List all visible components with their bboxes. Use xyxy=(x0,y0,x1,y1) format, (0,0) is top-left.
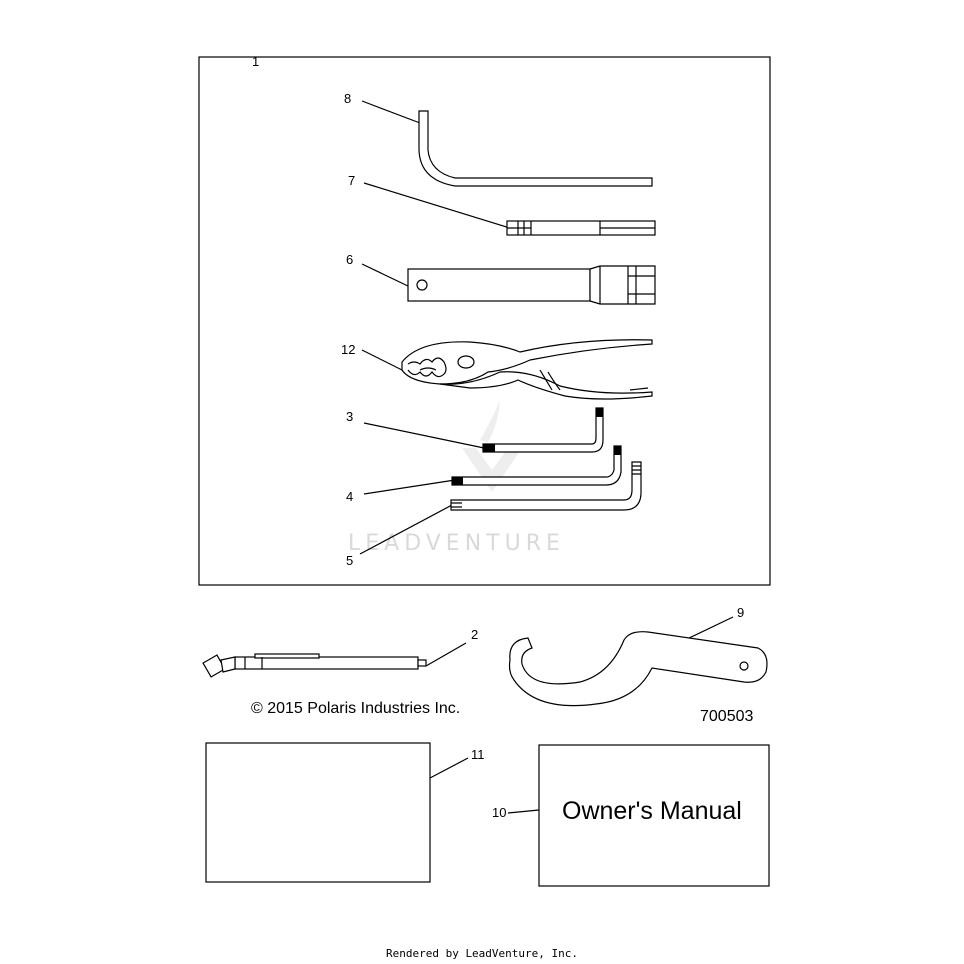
spark-plug-socket[interactable] xyxy=(407,265,656,305)
torx-key-5[interactable] xyxy=(450,461,642,511)
callout-8[interactable]: 8 xyxy=(344,91,351,106)
leader-line-9 xyxy=(684,616,734,641)
callout-4[interactable]: 4 xyxy=(346,489,353,504)
tool-kit-frame xyxy=(198,56,771,586)
leader-line-12 xyxy=(361,349,409,374)
leader-line-8 xyxy=(361,100,421,124)
callout-11[interactable]: 11 xyxy=(471,747,485,762)
leader-line-4 xyxy=(363,479,456,495)
pliers[interactable] xyxy=(401,339,653,400)
blank-document[interactable] xyxy=(205,742,431,883)
leader-line-2 xyxy=(425,642,467,667)
owners-manual[interactable] xyxy=(538,744,770,887)
leader-line-7 xyxy=(363,182,511,229)
leader-line-10 xyxy=(507,809,540,814)
leader-line-3 xyxy=(363,422,485,449)
callout-3[interactable]: 3 xyxy=(346,409,353,424)
watermark-logo-icon xyxy=(462,400,522,492)
tire-pressure-gauge[interactable] xyxy=(202,653,427,678)
owners-manual-label: Owner's Manual xyxy=(562,797,742,825)
callout-7[interactable]: 7 xyxy=(348,173,355,188)
diagram-number: 700503 xyxy=(700,708,753,725)
spanner-wrench[interactable] xyxy=(508,631,768,707)
torx-key-3[interactable] xyxy=(482,407,604,453)
leader-line-5 xyxy=(359,504,453,555)
callout-12[interactable]: 12 xyxy=(341,342,355,357)
callout-10[interactable]: 10 xyxy=(492,805,506,820)
torx-key-4[interactable] xyxy=(451,445,622,486)
spanner-wrench-hole xyxy=(739,661,749,671)
hex-key-wrench[interactable] xyxy=(418,110,653,187)
callout-2[interactable]: 2 xyxy=(471,627,478,642)
copyright-text: © 2015 Polaris Industries Inc. xyxy=(251,700,460,717)
callout-6[interactable]: 6 xyxy=(346,252,353,267)
leader-line-11 xyxy=(429,757,469,779)
extension-bar[interactable] xyxy=(506,220,656,236)
callout-5[interactable]: 5 xyxy=(346,553,353,568)
callout-9[interactable]: 9 xyxy=(737,605,744,620)
callout-1[interactable]: 1 xyxy=(252,54,259,69)
footer-text: Rendered by LeadVenture, Inc. xyxy=(385,947,579,960)
watermark-text: LEADVENTURE xyxy=(348,531,565,556)
leader-line-6 xyxy=(361,263,411,288)
